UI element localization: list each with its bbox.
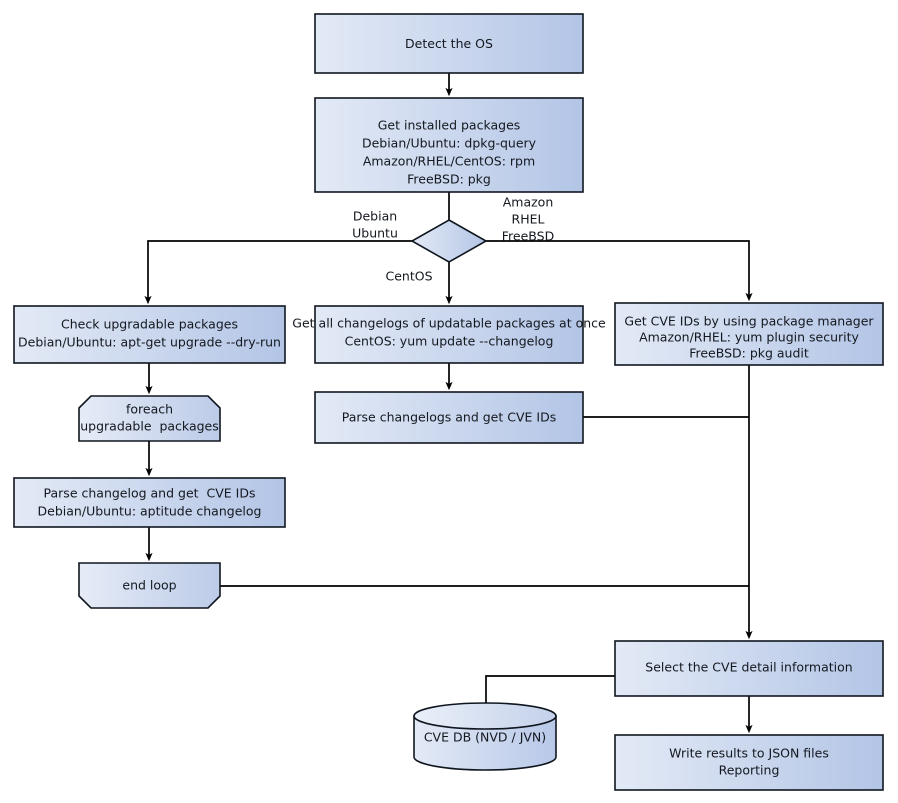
get-cve-ids-package-manager-box[interactable] xyxy=(614,302,884,366)
node-end-loop[interactable]: end loop xyxy=(78,562,221,609)
get-installed-packages-box[interactable] xyxy=(314,97,584,193)
parse-changelog-line-1: Parse changelog and get CVE IDs xyxy=(44,486,256,501)
write-results-json-box[interactable] xyxy=(614,734,884,791)
get-installed-packages-line-4: FreeBSD: pkg xyxy=(407,172,491,187)
parse-changelog-box[interactable] xyxy=(13,477,286,528)
node-foreach-upgradable-packages[interactable]: foreach upgradable packages xyxy=(78,395,221,442)
edge-label-ubuntu: Ubuntu xyxy=(352,226,398,241)
end-loop-shape[interactable] xyxy=(78,562,221,609)
edge-label-rhel: RHEL xyxy=(512,212,545,227)
select-cve-detail-label: Select the CVE detail information xyxy=(645,660,852,675)
parse-changelogs-label: Parse changelogs and get CVE IDs xyxy=(342,410,556,425)
node-parse-changelog-cve-ids[interactable]: Parse changelog and get CVE IDs Debian/U… xyxy=(13,477,286,528)
connector-layer xyxy=(144,73,753,734)
detect-os-label: Detect the OS xyxy=(405,36,493,51)
foreach-line-1: foreach xyxy=(126,402,173,417)
get-installed-packages-line-1: Get installed packages xyxy=(378,118,521,133)
parse-changelog-line-2: Debian/Ubuntu: aptitude changelog xyxy=(38,504,262,519)
node-select-cve-detail[interactable]: Select the CVE detail information xyxy=(614,640,884,697)
edge-label-freebsd: FreeBSD xyxy=(502,229,554,244)
edge-decision-to-cve-pkgmgr xyxy=(486,240,753,302)
check-upgradable-line-2: Debian/Ubuntu: apt-get upgrade --dry-run xyxy=(18,335,281,350)
node-get-cve-ids-package-manager[interactable]: Get CVE IDs by using package manager Ama… xyxy=(614,302,884,366)
foreach-loop-shape[interactable] xyxy=(78,395,221,442)
node-check-upgradable-packages[interactable]: Check upgradable packages Debian/Ubuntu:… xyxy=(13,305,286,364)
end-loop-label: end loop xyxy=(122,578,176,593)
edge-select-to-db xyxy=(485,675,615,707)
get-cve-ids-line-1: Get CVE IDs by using package manager xyxy=(624,314,874,329)
node-cve-db[interactable]: CVE DB (NVD / JVN) xyxy=(413,702,557,771)
get-all-changelogs-line-2: CentOS: yum update --changelog xyxy=(345,334,554,349)
node-parse-changelogs-cve-ids[interactable]: Parse changelogs and get CVE IDs xyxy=(314,391,584,444)
check-upgradable-line-1: Check upgradable packages xyxy=(61,317,238,332)
cve-db-cylinder-body[interactable] xyxy=(413,715,557,771)
edge-label-debian: Debian xyxy=(353,209,397,224)
get-installed-packages-line-2: Debian/Ubuntu: dpkg-query xyxy=(362,136,537,151)
detect-os-box[interactable] xyxy=(314,13,584,74)
edge-decision-to-check-upgradable xyxy=(144,240,414,305)
check-upgradable-packages-box[interactable] xyxy=(13,305,286,364)
foreach-line-2: upgradable packages xyxy=(80,419,219,434)
edge-label-amazon-rhel-freebsd: Amazon RHEL FreeBSD xyxy=(502,195,554,244)
edge-label-amazon: Amazon xyxy=(503,195,554,210)
select-cve-detail-box[interactable] xyxy=(614,640,884,697)
node-os-decision[interactable] xyxy=(410,219,488,263)
edge-label-debian-ubuntu: Debian Ubuntu xyxy=(352,209,398,241)
node-write-results-json[interactable]: Write results to JSON files Reporting xyxy=(614,734,884,791)
node-get-installed-packages[interactable]: Get installed packages Debian/Ubuntu: dp… xyxy=(314,97,584,193)
get-all-changelogs-box[interactable] xyxy=(314,305,584,364)
parse-changelogs-box[interactable] xyxy=(314,391,584,444)
write-results-line-1: Write results to JSON files xyxy=(669,746,829,761)
cve-db-label: CVE DB (NVD / JVN) xyxy=(424,730,546,745)
get-installed-packages-line-3: Amazon/RHEL/CentOS: rpm xyxy=(363,154,535,169)
edge-label-centos: CentOS xyxy=(385,269,432,284)
get-all-changelogs-line-1: Get all changelogs of updatable packages… xyxy=(292,316,606,331)
node-detect-os[interactable]: Detect the OS xyxy=(314,13,584,74)
write-results-line-2: Reporting xyxy=(719,763,780,778)
cve-db-cylinder-top[interactable] xyxy=(413,702,557,730)
edge-label-centos-text: CentOS xyxy=(385,269,432,284)
os-decision-diamond[interactable] xyxy=(410,219,488,263)
get-cve-ids-line-3: FreeBSD: pkg audit xyxy=(689,346,809,361)
node-get-all-changelogs[interactable]: Get all changelogs of updatable packages… xyxy=(292,305,606,364)
get-cve-ids-line-2: Amazon/RHEL: yum plugin security xyxy=(639,330,859,345)
